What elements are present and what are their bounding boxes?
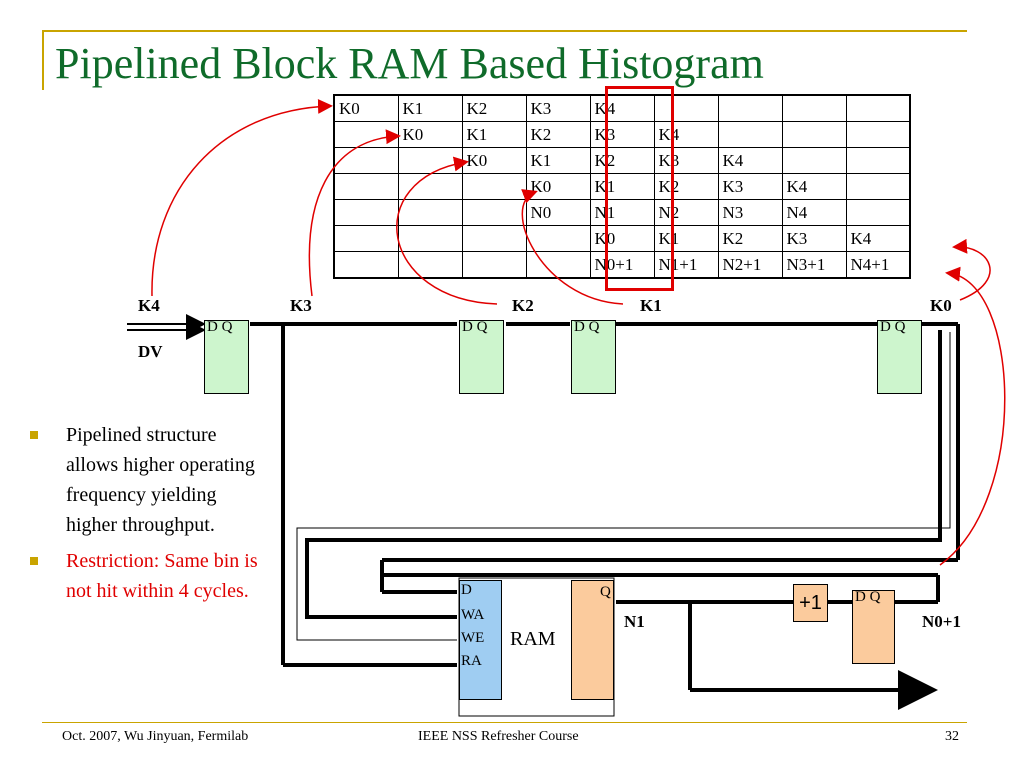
register-n0p1: D Q [852,589,895,664]
table-cell: K4 [845,225,911,252]
left-rule [42,30,44,90]
label-dv: DV [138,342,163,361]
highlight-box [605,86,674,291]
table-cell: K1 [589,173,655,200]
register-pins: D Q [880,319,906,335]
table-cell: K1 [461,121,527,148]
table-cell [845,199,911,226]
table-cell: K4 [653,121,719,148]
table-cell: K3 [525,94,591,122]
table-cell: N3+1 [781,251,847,279]
table-cell [397,225,463,252]
register-k1: D Q [571,319,616,394]
bullet-item: Pipelined structure allows higher operat… [30,420,260,540]
table-cell [461,199,527,226]
table-cell: K4 [717,147,783,174]
label-k4: K4 [138,296,160,315]
footer-left: Oct. 2007, Wu Jinyuan, Fermilab [62,729,249,744]
bullet-square-icon [30,557,38,565]
label-n1: N1 [624,612,645,631]
table-cell [653,94,719,122]
table-cell: K3 [653,147,719,174]
footer-page-number: 32 [945,729,959,744]
ram-input-block [459,580,502,700]
ram-pin-q: Q [600,584,611,600]
register-pins: D Q [574,319,600,335]
label-k0: K0 [930,296,952,315]
table-cell: N4 [781,199,847,226]
top-rule [42,30,967,32]
table-cell: K4 [589,94,655,122]
table-cell [525,251,591,279]
table-cell: K3 [717,173,783,200]
table-cell: K2 [525,121,591,148]
register-k0: D Q [877,319,922,394]
table-cell: K3 [589,121,655,148]
table-cell [781,147,847,174]
table-cell: K1 [653,225,719,252]
bullet-list: Pipelined structure allows higher operat… [30,420,260,612]
label-k3: K3 [290,296,312,315]
register-pins: D Q [855,589,881,605]
table-cell [461,251,527,279]
ram-pin-we: WE [461,630,485,646]
label-n0p1: N0+1 [922,612,961,631]
table-cell: K1 [397,94,463,122]
bullet-text: Pipelined structure allows higher operat… [66,424,255,536]
label-k2: K2 [512,296,534,315]
bullet-square-icon [30,431,38,439]
ram-output-block [571,580,614,700]
register-pins: D Q [207,319,233,335]
table-cell: K0 [589,225,655,252]
ram-pin-d: D [461,582,472,598]
table-cell: N0+1 [589,251,655,279]
table-cell: K4 [781,173,847,200]
table-cell [333,251,399,279]
table-cell [845,94,911,122]
footer-rule [42,722,967,723]
ram-pin-ra: RA [461,653,482,669]
register-k2: D Q [459,319,504,394]
table-cell: N0 [525,199,591,226]
page-title: Pipelined Block RAM Based Histogram [55,39,764,88]
table-cell: N4+1 [845,251,911,279]
table-cell [461,225,527,252]
ram-label: RAM [510,628,556,650]
increment-adder: +1 [793,584,828,622]
table-cell: N2 [653,199,719,226]
table-cell [525,225,591,252]
register-pins: D Q [462,319,488,335]
label-k1: K1 [640,296,662,315]
table-cell: K0 [397,121,463,148]
table-cell: K2 [717,225,783,252]
footer-center: IEEE NSS Refresher Course [418,729,579,744]
bullet-item: Restriction: Same bin is not hit within … [30,546,260,606]
table-cell [397,251,463,279]
register-k4: D Q [204,319,249,394]
bullet-text: Restriction: Same bin is not hit within … [66,550,258,602]
table-cell [781,94,847,122]
ram-pin-wa: WA [461,607,485,623]
